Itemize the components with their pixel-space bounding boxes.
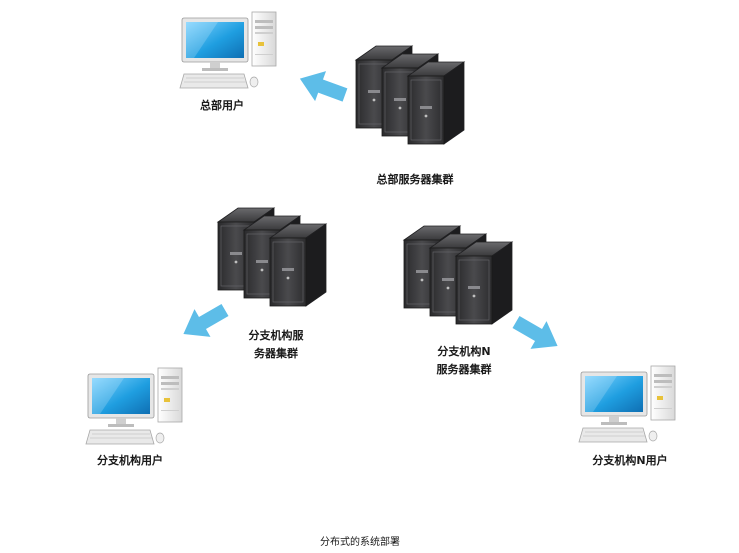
branchn-cluster-label-line2: 服务器集群 xyxy=(436,363,492,376)
branch-user-label: 分支机构用户 xyxy=(97,454,163,467)
branch-server-cluster xyxy=(218,208,326,306)
branch-user-workstation xyxy=(85,367,183,445)
branch-cluster-label-line1: 分支机构服 xyxy=(248,329,304,342)
branchn-server-cluster xyxy=(404,226,512,324)
branch-to-user-arrow xyxy=(175,296,233,348)
hq-user-label: 总部用户 xyxy=(200,99,244,112)
hq-user-workstation xyxy=(179,11,277,89)
branch-cluster-label: 分支机构服 务器集群 xyxy=(236,327,316,363)
hq-to-user-arrow xyxy=(294,63,351,111)
branchn-cluster-label: 分支机构N 服务器集群 xyxy=(424,343,504,379)
diagram-caption: 分布式的系统部署 xyxy=(320,537,400,548)
branchn-user-label: 分支机构N用户 xyxy=(592,454,668,467)
hq-cluster-label: 总部服务器集群 xyxy=(376,173,454,186)
hq-server-cluster xyxy=(356,46,464,144)
branchn-to-user-arrow xyxy=(508,308,566,360)
branchn-user-workstation xyxy=(578,365,676,443)
branch-cluster-label-line2: 务器集群 xyxy=(254,347,298,360)
branchn-cluster-label-line1: 分支机构N xyxy=(437,345,491,358)
